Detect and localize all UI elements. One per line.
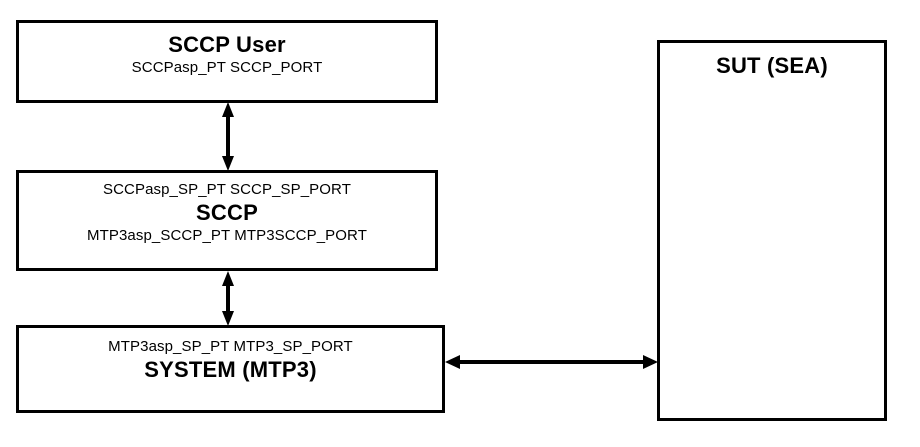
node-sut-sea-title: SUT (SEA): [716, 53, 828, 78]
node-sccp[interactable]: SCCPasp_SP_PT SCCP_SP_PORT SCCP MTP3asp_…: [16, 170, 438, 271]
arrowhead-right: [643, 355, 658, 369]
arrowhead-down: [222, 311, 234, 326]
arrowhead-up: [222, 271, 234, 286]
node-sccp-lower-ports: MTP3asp_SCCP_PT MTP3SCCP_PORT: [87, 227, 367, 244]
node-sccp-upper-ports: SCCPasp_SP_PT SCCP_SP_PORT: [103, 181, 351, 198]
arrowhead-left: [445, 355, 460, 369]
arrowhead-up: [222, 102, 234, 117]
node-sccp-user-title: SCCP User: [168, 32, 286, 57]
node-system-mtp3[interactable]: MTP3asp_SP_PT MTP3_SP_PORT SYSTEM (MTP3): [16, 325, 445, 413]
connector-sccp-to-system-mtp3: [222, 271, 234, 326]
connector-system-mtp3-to-sut: [445, 355, 658, 369]
arrowhead-down: [222, 156, 234, 171]
node-sccp-user-ports: SCCPasp_PT SCCP_PORT: [131, 59, 323, 76]
node-sut-sea[interactable]: SUT (SEA): [657, 40, 887, 421]
node-system-mtp3-ports: MTP3asp_SP_PT MTP3_SP_PORT: [108, 338, 353, 355]
node-sccp-user[interactable]: SCCP User SCCPasp_PT SCCP_PORT: [16, 20, 438, 103]
connector-sccp-user-to-sccp: [222, 102, 234, 171]
node-system-mtp3-title: SYSTEM (MTP3): [144, 357, 317, 382]
node-sccp-title: SCCP: [196, 200, 258, 225]
